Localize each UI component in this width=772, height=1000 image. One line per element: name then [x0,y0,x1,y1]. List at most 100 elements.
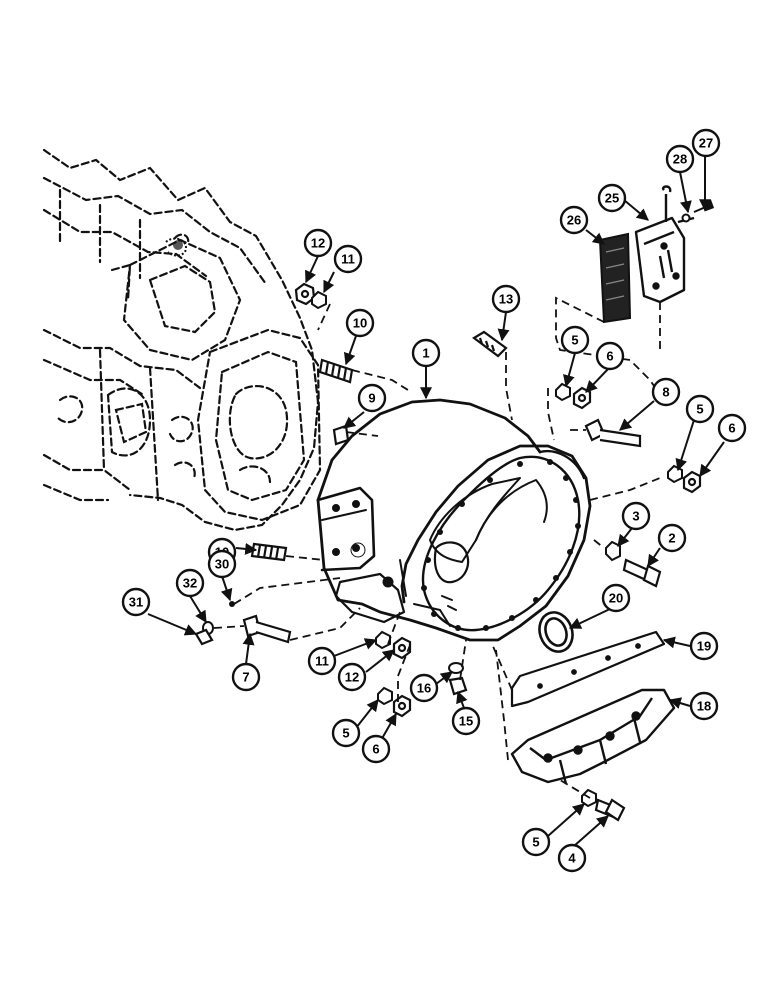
callout-number: 6 [606,349,613,364]
transmission-housing-details [165,237,188,257]
callout-15: 15 [451,706,481,736]
callout-number: 4 [568,851,576,866]
callout-number: 27 [699,136,713,151]
callout-number: 25 [605,191,619,206]
callout-6: 6 [361,734,391,764]
callout-circle [689,691,719,721]
washer-28 [681,213,691,223]
callout-circle [231,662,261,692]
callout-12: 12 [303,228,333,258]
callout-18: 18 [689,691,719,721]
callout-number: 20 [609,591,623,606]
callout-number: 16 [417,681,431,696]
callout-32: 32 [175,568,205,598]
callout-3: 3 [621,501,651,531]
seal-20 [538,611,574,653]
callout-1: 1 [411,338,441,368]
callout-circle [521,827,551,857]
callout-circle [361,734,391,764]
callout-circle [597,183,627,213]
callout-6: 6 [717,413,747,443]
callout-6: 6 [595,341,625,371]
callout-10: 10 [345,308,375,338]
callout-number: 5 [571,333,578,348]
callout-circle [331,718,361,748]
callout-number: 9 [368,391,375,406]
callout-31: 31 [121,587,151,617]
callout-circle [333,244,363,274]
callout-number: 7 [242,670,249,685]
callout-number: 8 [662,385,669,400]
washer-11-top [311,290,327,310]
callout-circle [303,228,333,258]
screw-27 [693,199,715,213]
callout-circle [409,673,439,703]
callout-9: 9 [357,383,387,413]
callout-28: 28 [665,144,695,174]
callout-circle [559,205,589,235]
bolt-4 [594,798,626,822]
callout-5: 5 [685,394,715,424]
callout-number: 1 [422,346,429,361]
callout-5: 5 [331,718,361,748]
callout-8: 8 [651,377,681,407]
bolt-2 [622,558,662,588]
callout-circle [657,523,687,553]
callout-number: 6 [372,742,379,757]
callout-circle [691,128,721,158]
callout-bubbles: 2728252612111310156985632103032312019711… [121,128,747,873]
callout-circle [595,341,625,371]
callout-circle [557,843,587,873]
callout-number: 6 [728,421,735,436]
callout-number: 3 [632,509,639,524]
bolt-8 [584,418,642,448]
callout-25: 25 [597,183,627,213]
assembly-lines [213,296,661,799]
cover-plate-25 [634,185,695,304]
gasket-26 [598,232,632,324]
callout-circle [451,706,481,736]
callout-7: 7 [231,662,261,692]
bolt-7 [242,614,292,644]
callout-number: 18 [697,699,711,714]
callout-circle [337,662,367,692]
callout-number: 13 [499,292,513,307]
callout-11: 11 [333,244,363,274]
callout-number: 12 [345,670,359,685]
callout-circle [685,394,715,424]
callout-number: 10 [353,316,367,331]
nut-6-lower [392,694,412,718]
callout-number: 11 [315,654,329,669]
callout-circle [665,144,695,174]
callout-number: 31 [129,595,143,610]
washer-5-right [667,464,683,484]
washer-11-lower [375,630,391,650]
callout-13: 13 [491,284,521,314]
transmission-housing-outline [42,148,322,532]
callout-circle [207,549,237,579]
stud-10-top [318,358,354,384]
callout-26: 26 [559,205,589,235]
washer-5-upper [555,382,571,402]
nut-12-lower [392,636,412,660]
callout-number: 19 [697,639,711,654]
nut-6-upper [572,386,592,410]
lock-washer-3 [605,540,621,562]
callout-circle [411,338,441,368]
callout-2: 2 [657,523,687,553]
plug-15 [448,676,468,696]
callout-circle [307,646,337,676]
callout-circle [357,383,387,413]
callout-30: 30 [207,549,237,579]
ball-30 [229,601,235,607]
callout-circle [689,631,719,661]
callout-circle [175,568,205,598]
washer-5-lower [377,686,393,706]
callout-number: 32 [183,576,197,591]
callout-number: 26 [567,213,581,228]
bell-housing [316,398,592,642]
callout-5: 5 [560,325,590,355]
callout-number: 15 [459,714,473,729]
